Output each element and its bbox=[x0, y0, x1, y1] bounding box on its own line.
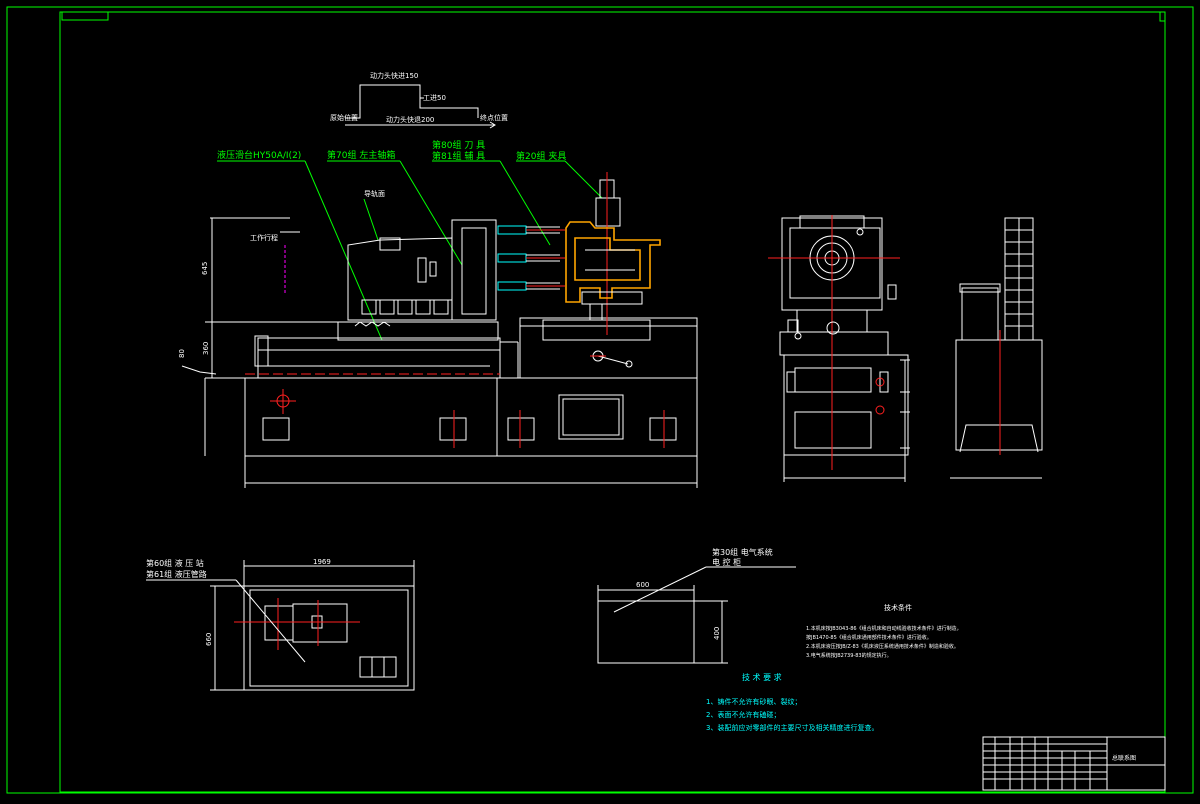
dim-cabinet-height: 400 bbox=[713, 627, 721, 640]
travel-label: 工作行程 bbox=[250, 233, 278, 242]
tool-spindles bbox=[497, 225, 565, 291]
cycle-rapid-advance-label: 动力头快进150 bbox=[370, 71, 418, 80]
tech-note-line-2: 按JB1470-85《组合机床通用部件技术条件》进行验收。 bbox=[806, 634, 932, 641]
cycle-start-label: 原始位置 bbox=[330, 113, 358, 122]
technical-notes: 技术条件 1.本机床按JB3043-86《组合机床和自动线验收技术条件》进行制造… bbox=[806, 603, 962, 659]
callout-small-tag: 导轨面 bbox=[364, 189, 385, 198]
hydraulic-tank-view bbox=[950, 217, 1043, 479]
side-view bbox=[768, 215, 910, 482]
dim-station-width: 660 bbox=[205, 633, 213, 646]
callout-electrical-system: 第30组 电气系统 bbox=[712, 547, 773, 557]
electrical-cabinet-view: 600 400 第30组 电气系统 电 控 柜 bbox=[597, 547, 796, 664]
cycle-work-feed-label: 工进50 bbox=[423, 94, 446, 102]
callout-hydraulic-station: 第60组 液 压 站 bbox=[146, 558, 204, 568]
callout-slide-table: 液压滑台HY50A/I(2) bbox=[217, 149, 301, 161]
front-view: 645 360 80 工作行程 bbox=[178, 172, 698, 488]
tech-req-line-1: 1、铸件不允许有砂眼、裂纹； bbox=[706, 697, 801, 706]
dim-station-length: 1969 bbox=[313, 558, 331, 566]
callout-tools: 第80组 刀 具 bbox=[432, 139, 485, 151]
callout-fixture: 第20组 夹具 bbox=[516, 150, 566, 162]
callout-tool-holders: 第81组 辅 具 bbox=[432, 150, 485, 162]
tech-notes-title: 技术条件 bbox=[884, 603, 912, 612]
tech-note-line-4: 3.电气系统按JB2739-83的规定执行。 bbox=[806, 652, 892, 659]
callout-hydraulic-piping: 第61组 液压管路 bbox=[146, 569, 207, 579]
tech-req-title: 技 术 要 求 bbox=[742, 672, 782, 682]
callout-control-cabinet: 电 控 柜 bbox=[712, 557, 741, 567]
sheet-frame bbox=[6, 6, 1194, 794]
dim-side: 80 bbox=[178, 349, 186, 358]
dim-cabinet-width: 600 bbox=[636, 581, 649, 589]
tech-req-line-3: 3、装配前应对零部件的主要尺寸及相关精度进行复查。 bbox=[706, 723, 878, 732]
technical-requirements: 技 术 要 求 1、铸件不允许有砂眼、裂纹； 2、表面不允许有磕碰； 3、装配前… bbox=[706, 672, 878, 732]
work-cycle-diagram: 动力头快进150 工进50 原始位置 动力头快退200 终点位置 bbox=[330, 71, 508, 129]
hydraulic-station-plan: 1969 660 第60组 液 压 站 第61组 液压管路 bbox=[146, 558, 415, 691]
tech-note-line-1: 1.本机床按JB3043-86《组合机床和自动线验收技术条件》进行制造， bbox=[806, 625, 962, 632]
dim-height-upper: 645 bbox=[201, 262, 209, 275]
dim-height-lower: 360 bbox=[202, 342, 210, 355]
drawing-title: 总联系图 bbox=[1112, 754, 1136, 762]
tech-note-line-3: 2.本机床液压按JB/Z-83《机床液压系统通用技术条件》制造和验收。 bbox=[806, 643, 959, 650]
cycle-end-label: 终点位置 bbox=[480, 113, 508, 122]
cycle-rapid-return-label: 动力头快退200 bbox=[386, 115, 434, 124]
callout-spindle-box: 第70组 左主轴箱 bbox=[327, 149, 395, 161]
callout-labels: 液压滑台HY50A/I(2) 第70组 左主轴箱 第80组 刀 具 第81组 辅… bbox=[217, 139, 603, 341]
tech-req-line-2: 2、表面不允许有磕碰； bbox=[706, 710, 780, 719]
fixture-assembly bbox=[565, 172, 661, 335]
title-block: 总联系图 bbox=[982, 736, 1166, 791]
